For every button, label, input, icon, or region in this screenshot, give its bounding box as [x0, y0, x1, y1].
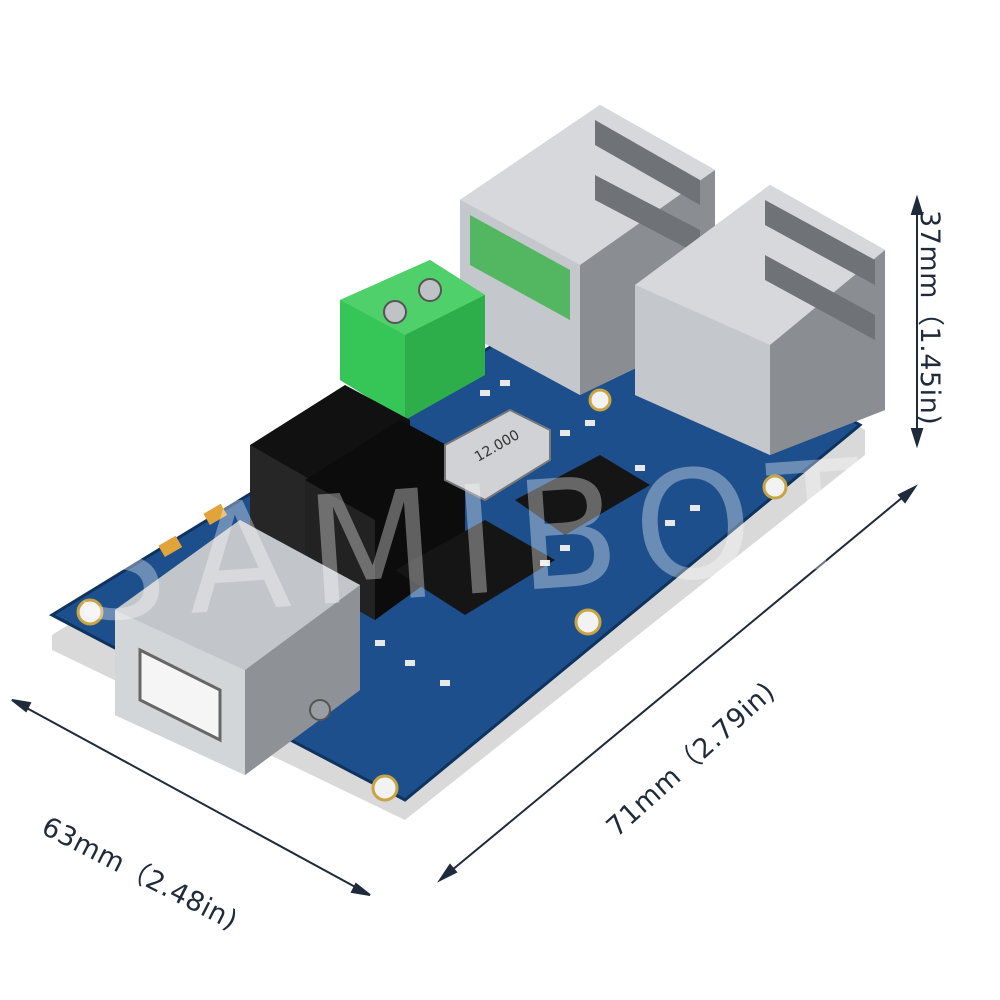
mounting-holes [76, 388, 788, 802]
tantalum-capacitors [158, 503, 228, 558]
ic-chips [395, 455, 650, 615]
terminal-block-icon [340, 260, 485, 420]
dimension-lines [11, 194, 924, 896]
usb-a-port-icon [635, 185, 885, 455]
smd-components [375, 380, 700, 686]
usb-b-port-icon [115, 520, 360, 775]
dimension-height-label: 37mm（1.45in) [914, 210, 945, 426]
crystal-oscillator: 12.000 [444, 408, 551, 502]
